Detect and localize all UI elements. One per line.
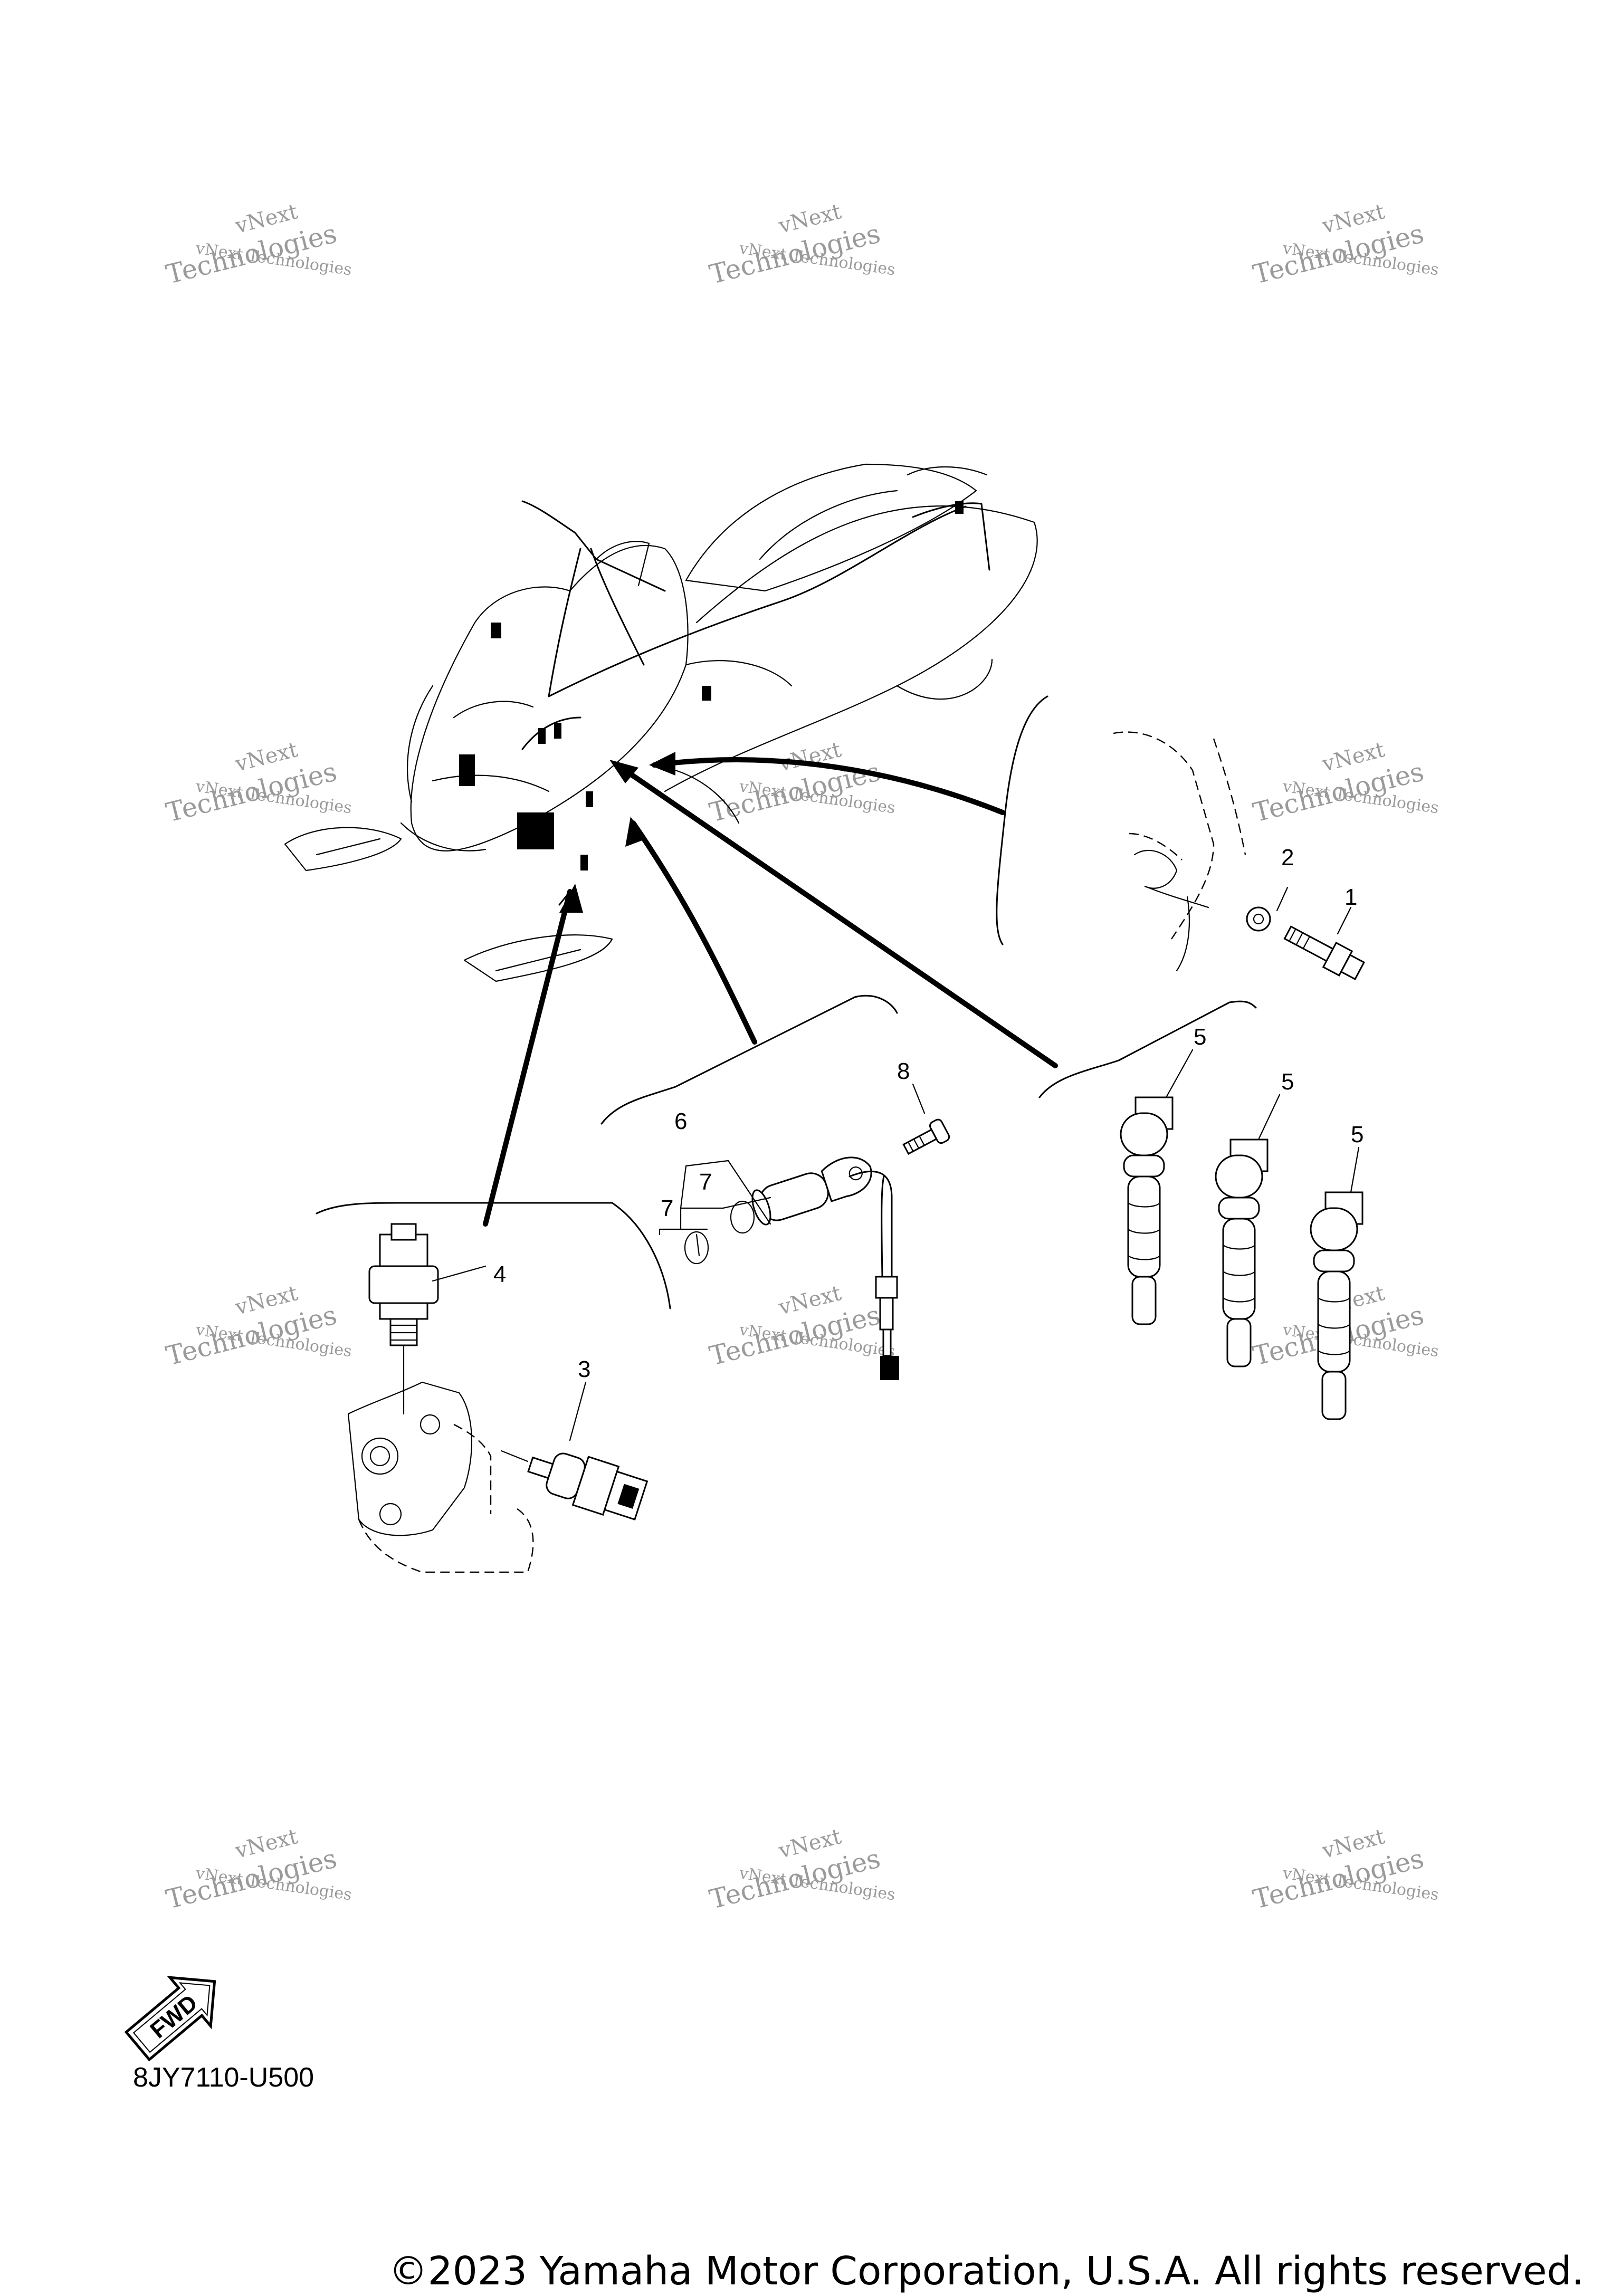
- callout-7a: 7: [699, 1169, 712, 1195]
- watermark: vNext vNext Technologies Technologies: [163, 1281, 353, 1372]
- speed-sensor-icon: [751, 1156, 872, 1226]
- ignition-coil-icon: [1120, 1096, 1174, 1325]
- watermark: vNext vNext Technologies Technologies: [163, 738, 353, 828]
- bolt-icon: [1283, 925, 1365, 980]
- watermark: vNext vNext Technologies Technologies: [707, 199, 897, 290]
- callout-1: 1: [1345, 884, 1357, 910]
- watermark: vNext vNext Technologies Technologies: [1250, 1824, 1440, 1915]
- callout-4: 4: [493, 1261, 506, 1287]
- callout-2: 2: [1281, 845, 1294, 870]
- ignition-coil-group: [1120, 1049, 1363, 1420]
- leader-lines: [483, 752, 1058, 1227]
- o-ring-icon: [684, 1231, 709, 1265]
- callout-7b: 7: [661, 1195, 673, 1221]
- diagram-code: 8JY7110-U500: [133, 2062, 314, 2093]
- ignition-coil-icon: [1310, 1191, 1363, 1420]
- callout-3: 3: [578, 1356, 590, 1382]
- watermark: vNext vNext Technologies Technologies: [163, 1824, 353, 1915]
- copyright-notice: ©2023 Yamaha Motor Corporation, U.S.A. A…: [388, 2249, 1584, 2294]
- pressure-switch-4-icon: [368, 1223, 439, 1415]
- pressure-switch-group: [347, 1223, 649, 1573]
- snowmobile-illustration: [284, 463, 1038, 982]
- callout-6: 6: [674, 1108, 687, 1134]
- bolt-washer-group: [1113, 731, 1365, 980]
- watermark: vNext vNext Technologies Technologies: [163, 199, 353, 290]
- callout-5a: 5: [1194, 1024, 1206, 1050]
- pressure-switch-3-icon: [527, 1452, 649, 1521]
- screw-icon: [902, 1118, 950, 1155]
- watermark: vNext vNext Technologies Technologies: [1250, 738, 1440, 828]
- ignition-coil-icon: [1215, 1139, 1269, 1367]
- lock-washer-icon: [1246, 906, 1271, 932]
- group-brackets: [316, 695, 1257, 1309]
- callout-5c: 5: [1351, 1122, 1363, 1147]
- o-ring-icon: [730, 1200, 755, 1234]
- watermark: vNext vNext Technologies Technologies: [1250, 199, 1440, 290]
- speed-sensor-group: [659, 1083, 950, 1380]
- callout-5b: 5: [1281, 1069, 1294, 1095]
- watermark: vNext vNext Technologies Technologies: [707, 1281, 897, 1372]
- watermark: vNext vNext Technologies Technologies: [707, 738, 897, 828]
- fwd-arrow-icon: FWD: [124, 1976, 216, 2062]
- callout-8: 8: [897, 1058, 910, 1084]
- watermark-grid: vNext vNext Technologies Technologies vN…: [163, 199, 1440, 1915]
- callout-numbers: 1 2 3 4 5 5 5 6 7 7 8: [493, 845, 1363, 1382]
- ecu-block: [517, 812, 554, 849]
- watermark: vNext vNext Technologies Technologies: [707, 1824, 897, 1915]
